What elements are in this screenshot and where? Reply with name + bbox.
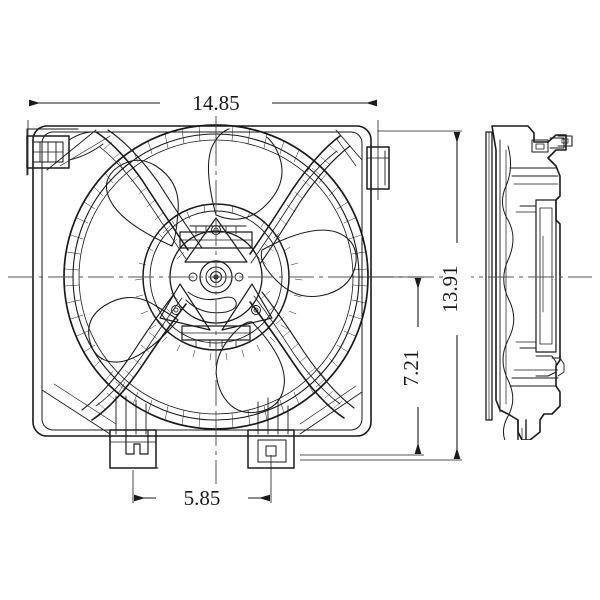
dimension-label-width: 14.85 [192, 91, 239, 115]
mounting-tab-slot [109, 395, 159, 469]
dimension-label-height-partial: 7.21 [399, 350, 423, 387]
side-view [485, 125, 573, 440]
dimension-label-height: 13.91 [438, 265, 462, 312]
dimension-height-partial: 7.21 [300, 276, 432, 456]
dimension-label-mount-spacing: 5.85 [184, 486, 221, 510]
dimension-annotations: 14.85 13.91 7.21 5.85 [27, 88, 471, 512]
dimension-width-overall: 14.85 [27, 88, 379, 200]
dimension-height-overall: 13.91 [300, 130, 471, 461]
electrical-connector [26, 128, 104, 176]
center-lines [8, 100, 592, 492]
dimension-mount-spacing: 5.85 [132, 455, 272, 512]
